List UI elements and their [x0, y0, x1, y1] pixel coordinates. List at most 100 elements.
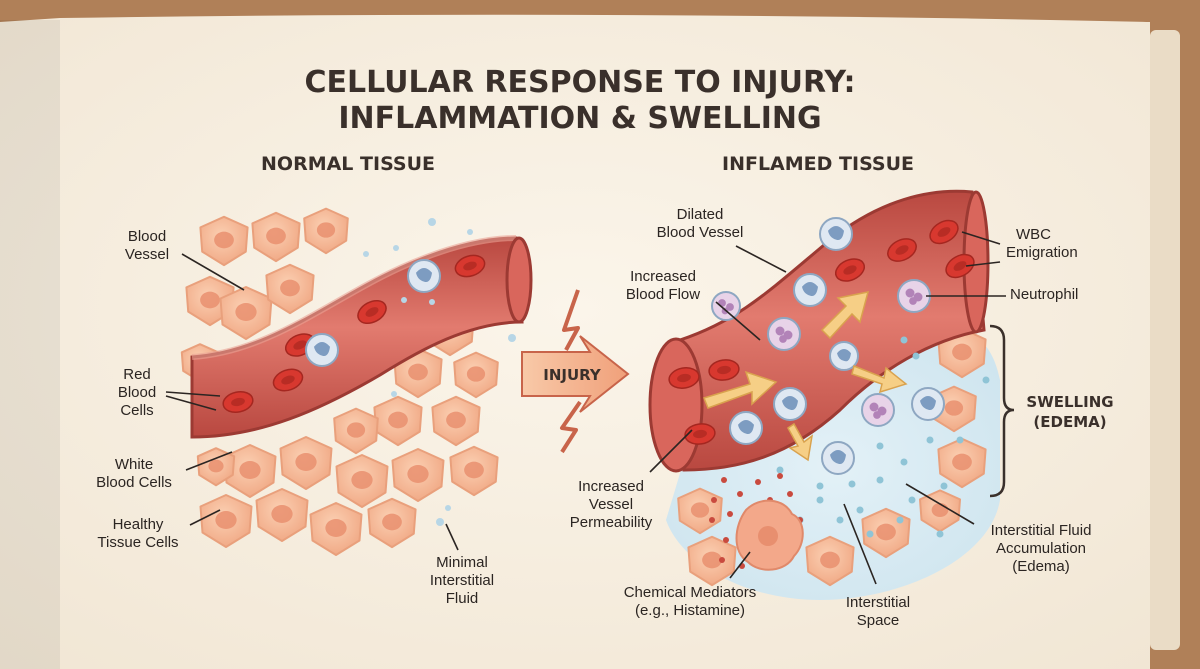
normal-red-blood-cells: [222, 254, 486, 414]
label-dilated-blood-vessel: Dilated Blood Vessel: [640, 206, 760, 242]
tissue-cell: [367, 497, 417, 549]
white-blood-cell: [793, 273, 827, 307]
red-blood-cell: [887, 238, 917, 262]
tissue-cell: [251, 211, 301, 263]
label-increased-blood-flow: Increased Blood Flow: [608, 268, 718, 304]
fluid-dot: [848, 480, 856, 488]
tissue-cell: [309, 502, 363, 556]
fluid-dot: [719, 557, 725, 563]
label-minimal-interstitial-fluid: Minimal Interstitial Fluid: [412, 554, 512, 608]
label-line: Blood: [117, 384, 157, 401]
fluid-dot: [508, 334, 516, 342]
red-blood-cell: [708, 359, 740, 381]
tissue-cell: [453, 351, 499, 399]
book-page-edge: [1150, 30, 1180, 650]
fluid-dot: [436, 518, 444, 526]
label-line: Interstitial Fluid: [990, 522, 1092, 539]
label-line: WBC: [1016, 226, 1051, 243]
neutrophil-cell: [861, 393, 895, 427]
label-line: Accumulation: [995, 540, 1087, 557]
injury-label: INJURY: [543, 366, 602, 384]
fluid-dot: [363, 251, 369, 257]
fluid-dot: [401, 297, 407, 303]
fluid-dot: [787, 491, 793, 497]
flow-arrow-icon: [703, 370, 778, 409]
fluid-dot: [777, 473, 783, 479]
tissue-cell: [687, 535, 737, 587]
flow-arrow-icon: [851, 364, 908, 394]
label-white-blood-cells: White Blood Cells: [84, 456, 184, 492]
red-blood-cell: [454, 254, 486, 278]
label-line: Vessel: [588, 496, 634, 513]
tissue-cell: [937, 437, 987, 489]
fluid-dot: [445, 505, 451, 511]
red-blood-cell: [945, 253, 975, 279]
fluid-dot: [876, 442, 884, 450]
tissue-cell: [279, 436, 333, 490]
fluid-dot: [721, 477, 727, 483]
white-blood-cell: [911, 387, 945, 421]
swelling-bracket: [989, 324, 1015, 498]
white-blood-cell: [821, 441, 855, 475]
label-red-blood-cells: Red Blood Cells: [108, 366, 166, 420]
red-blood-cell: [834, 258, 866, 282]
fluid-dot: [737, 491, 743, 497]
white-blood-cell: [305, 333, 339, 367]
fluid-dot: [926, 436, 934, 444]
fluid-dot: [467, 229, 473, 235]
white-blood-cell: [729, 411, 763, 445]
label-healthy-tissue-cells: Healthy Tissue Cells: [86, 516, 190, 552]
label-line: Increased: [578, 478, 644, 495]
label-line: Emigration: [1006, 244, 1078, 261]
lightning-top-icon: [562, 289, 580, 351]
damaged-cell-icon: [735, 499, 804, 571]
tissue-cell: [199, 215, 249, 267]
label-line: Space: [856, 612, 900, 629]
white-blood-cell: [829, 341, 859, 371]
label-line: Blood Cells: [96, 474, 172, 491]
red-blood-cell: [222, 390, 254, 414]
fluid-dot: [912, 352, 920, 360]
label-increased-vessel-permeability: Increased Vessel Permeability: [556, 478, 666, 532]
red-blood-cell: [668, 367, 700, 389]
fluid-dot: [876, 476, 884, 484]
flow-arrow-icon: [820, 291, 870, 340]
tissue-cell: [937, 327, 987, 379]
label-line: Increased: [630, 268, 696, 285]
fluid-dot: [900, 458, 908, 466]
label-interstitial-space: Interstitial Space: [838, 594, 918, 630]
fluid-dot: [982, 376, 990, 384]
fluid-dot: [940, 482, 948, 490]
label-line: Neutrophil: [1010, 286, 1079, 303]
label-line: (Edema): [1012, 558, 1070, 575]
normal-fluid-dots: [363, 218, 516, 526]
fluid-dot: [709, 517, 715, 523]
label-line: Interstitial: [429, 572, 495, 589]
fluid-dot: [866, 530, 874, 538]
label-line: Blood Flow: [625, 286, 701, 303]
label-line: (e.g., Histamine): [634, 602, 746, 619]
label-blood-vessel: Blood Vessel: [112, 228, 182, 264]
red-blood-cell: [357, 299, 387, 325]
fluid-dot: [393, 245, 399, 251]
label-line: Red: [123, 366, 151, 383]
tissue-cell: [335, 454, 389, 508]
lightning-bottom-icon: [560, 400, 582, 454]
label-line: Permeability: [569, 514, 653, 531]
fluid-dot: [836, 516, 844, 524]
label-line: Blood: [127, 228, 167, 245]
inflamed-tissue-panel: [648, 189, 1015, 600]
fluid-dot: [900, 336, 908, 344]
label-line: Minimal: [436, 554, 488, 571]
white-blood-cell: [407, 259, 441, 293]
title-line-2: INFLAMMATION & SWELLING: [338, 101, 821, 136]
inflamed-tissue-heading: INFLAMED TISSUE: [722, 153, 914, 175]
white-blood-cell: [773, 387, 807, 421]
leader-lines: [165, 231, 1006, 585]
label-wbc-emigration: WBC Emigration: [1006, 226, 1116, 262]
label-line: Chemical Mediators: [623, 584, 757, 601]
tissue-cell: [333, 407, 379, 455]
label-line: (EDEMA): [1033, 413, 1107, 431]
label-swelling-edema: SWELLING (EDEMA): [1016, 392, 1124, 432]
fluid-dot: [856, 506, 864, 514]
